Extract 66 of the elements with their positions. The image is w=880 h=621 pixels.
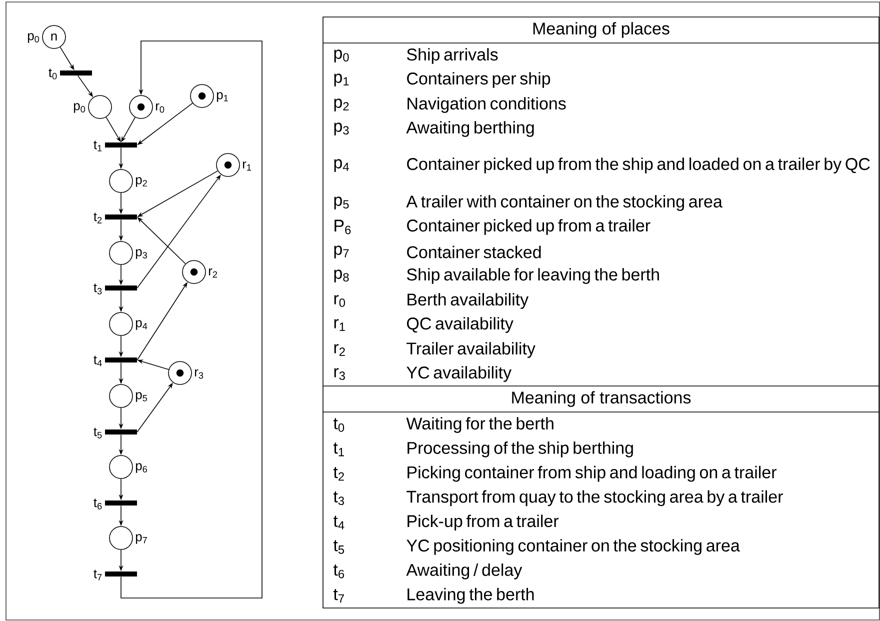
description-text: Ship available for leaving the berth bbox=[406, 268, 659, 284]
description-text: Berth availability bbox=[408, 293, 529, 309]
place-label: p$_{2}$ bbox=[136, 177, 147, 187]
symbol-text: t$_{4}$ bbox=[333, 516, 344, 530]
description-text: Container picked up from a trailer bbox=[407, 219, 650, 235]
description-text: Trailer availability bbox=[406, 342, 536, 358]
place-label: t$_{2}$ bbox=[94, 212, 102, 224]
description-text: Containers per ship bbox=[407, 72, 550, 88]
symbol-text: r$_{2}$ bbox=[334, 344, 345, 356]
symbol-text: p$_{7}$ bbox=[334, 246, 349, 258]
place-label: p$_{6}$ bbox=[136, 463, 147, 473]
description-text: Transport from quay to the stocking area by a trailer bbox=[406, 490, 783, 506]
symbol-text: p$_{8}$ bbox=[334, 270, 349, 282]
place-label: r$_{3}$ bbox=[194, 369, 204, 379]
description-text: A trailer with container on the stocking area bbox=[406, 195, 722, 211]
symbol-text: P$_{6}$ bbox=[334, 220, 351, 234]
description-text: Navigation conditions bbox=[408, 97, 566, 113]
symbol-text: p$_{5}$ bbox=[334, 196, 349, 210]
description-text: YC positioning container on the stocking area bbox=[406, 539, 740, 555]
description-text: YC availability bbox=[406, 366, 512, 382]
symbol-text: t$_{5}$ bbox=[333, 540, 344, 554]
place-label: p$_{0}$ bbox=[28, 33, 40, 43]
description-text: Waiting for the berth bbox=[406, 417, 554, 433]
place-label: p$_{4}$ bbox=[136, 320, 148, 330]
description-text: Picking container from ship and loading on a trailer bbox=[408, 466, 776, 482]
description-text: Processing of the ship berthing bbox=[408, 442, 633, 458]
table-header: Meaning of places bbox=[533, 22, 670, 38]
place-label: t$_{7}$ bbox=[94, 570, 102, 580]
description-text: Awaiting / delay bbox=[406, 564, 522, 580]
description-text: QC availability bbox=[407, 317, 514, 333]
symbol-text: p$_{2}$ bbox=[334, 98, 349, 112]
description-text: Pick-up from a trailer bbox=[408, 514, 559, 531]
symbol-text: r$_{1}$ bbox=[334, 319, 345, 331]
place-label: t$_{5}$ bbox=[94, 428, 102, 438]
symbol-text: t$_{6}$ bbox=[333, 564, 344, 578]
place-label: p$_{7}$ bbox=[136, 534, 147, 544]
arrow bbox=[120, 40, 262, 598]
place-label: t$_{3}$ bbox=[94, 284, 102, 294]
place-label: r$_{1}$ bbox=[242, 161, 252, 171]
place-label: r$_{2}$ bbox=[208, 268, 218, 278]
symbol-text: t$_{1}$ bbox=[333, 442, 344, 456]
symbol-text: t$_{0}$ bbox=[333, 418, 344, 432]
place-label: t$_{0}$ bbox=[48, 68, 57, 80]
symbol-text: r$_{0}$ bbox=[334, 295, 346, 307]
place-label: p$_{1}$ bbox=[216, 92, 228, 102]
place-label: p$_{0}$ bbox=[74, 103, 86, 113]
symbol-text: r$_{3}$ bbox=[334, 368, 345, 380]
table-header: Meaning of transactions bbox=[512, 391, 691, 407]
symbol-text: p$_{0}$ bbox=[334, 50, 349, 62]
place-label: r$_{0}$ bbox=[156, 103, 164, 113]
symbol-text: p$_{3}$ bbox=[334, 122, 349, 136]
description-text: Leaving the berth bbox=[408, 588, 534, 604]
symbol-text: p$_{1}$ bbox=[334, 74, 349, 86]
place-label: t$_{6}$ bbox=[94, 498, 102, 510]
place-label: p$_{5}$ bbox=[136, 392, 147, 402]
symbol-text: t$_{2}$ bbox=[333, 467, 344, 481]
description-text: Ship arrivals bbox=[406, 48, 498, 64]
place-label: t$_{4}$ bbox=[94, 356, 102, 366]
place-label: p$_{3}$ bbox=[136, 249, 147, 259]
description-text: Container picked up from the ship and loaded on a trailer by QC bbox=[407, 158, 870, 174]
symbol-text: t$_{3}$ bbox=[333, 491, 344, 506]
symbol-text: p$_{4}$ bbox=[334, 159, 349, 172]
description-text: Awaiting berthing bbox=[406, 121, 534, 137]
symbol-text: t$_{7}$ bbox=[333, 589, 344, 603]
place-label: t$_{1}$ bbox=[94, 140, 102, 152]
description-text: Container stacked bbox=[407, 246, 541, 258]
